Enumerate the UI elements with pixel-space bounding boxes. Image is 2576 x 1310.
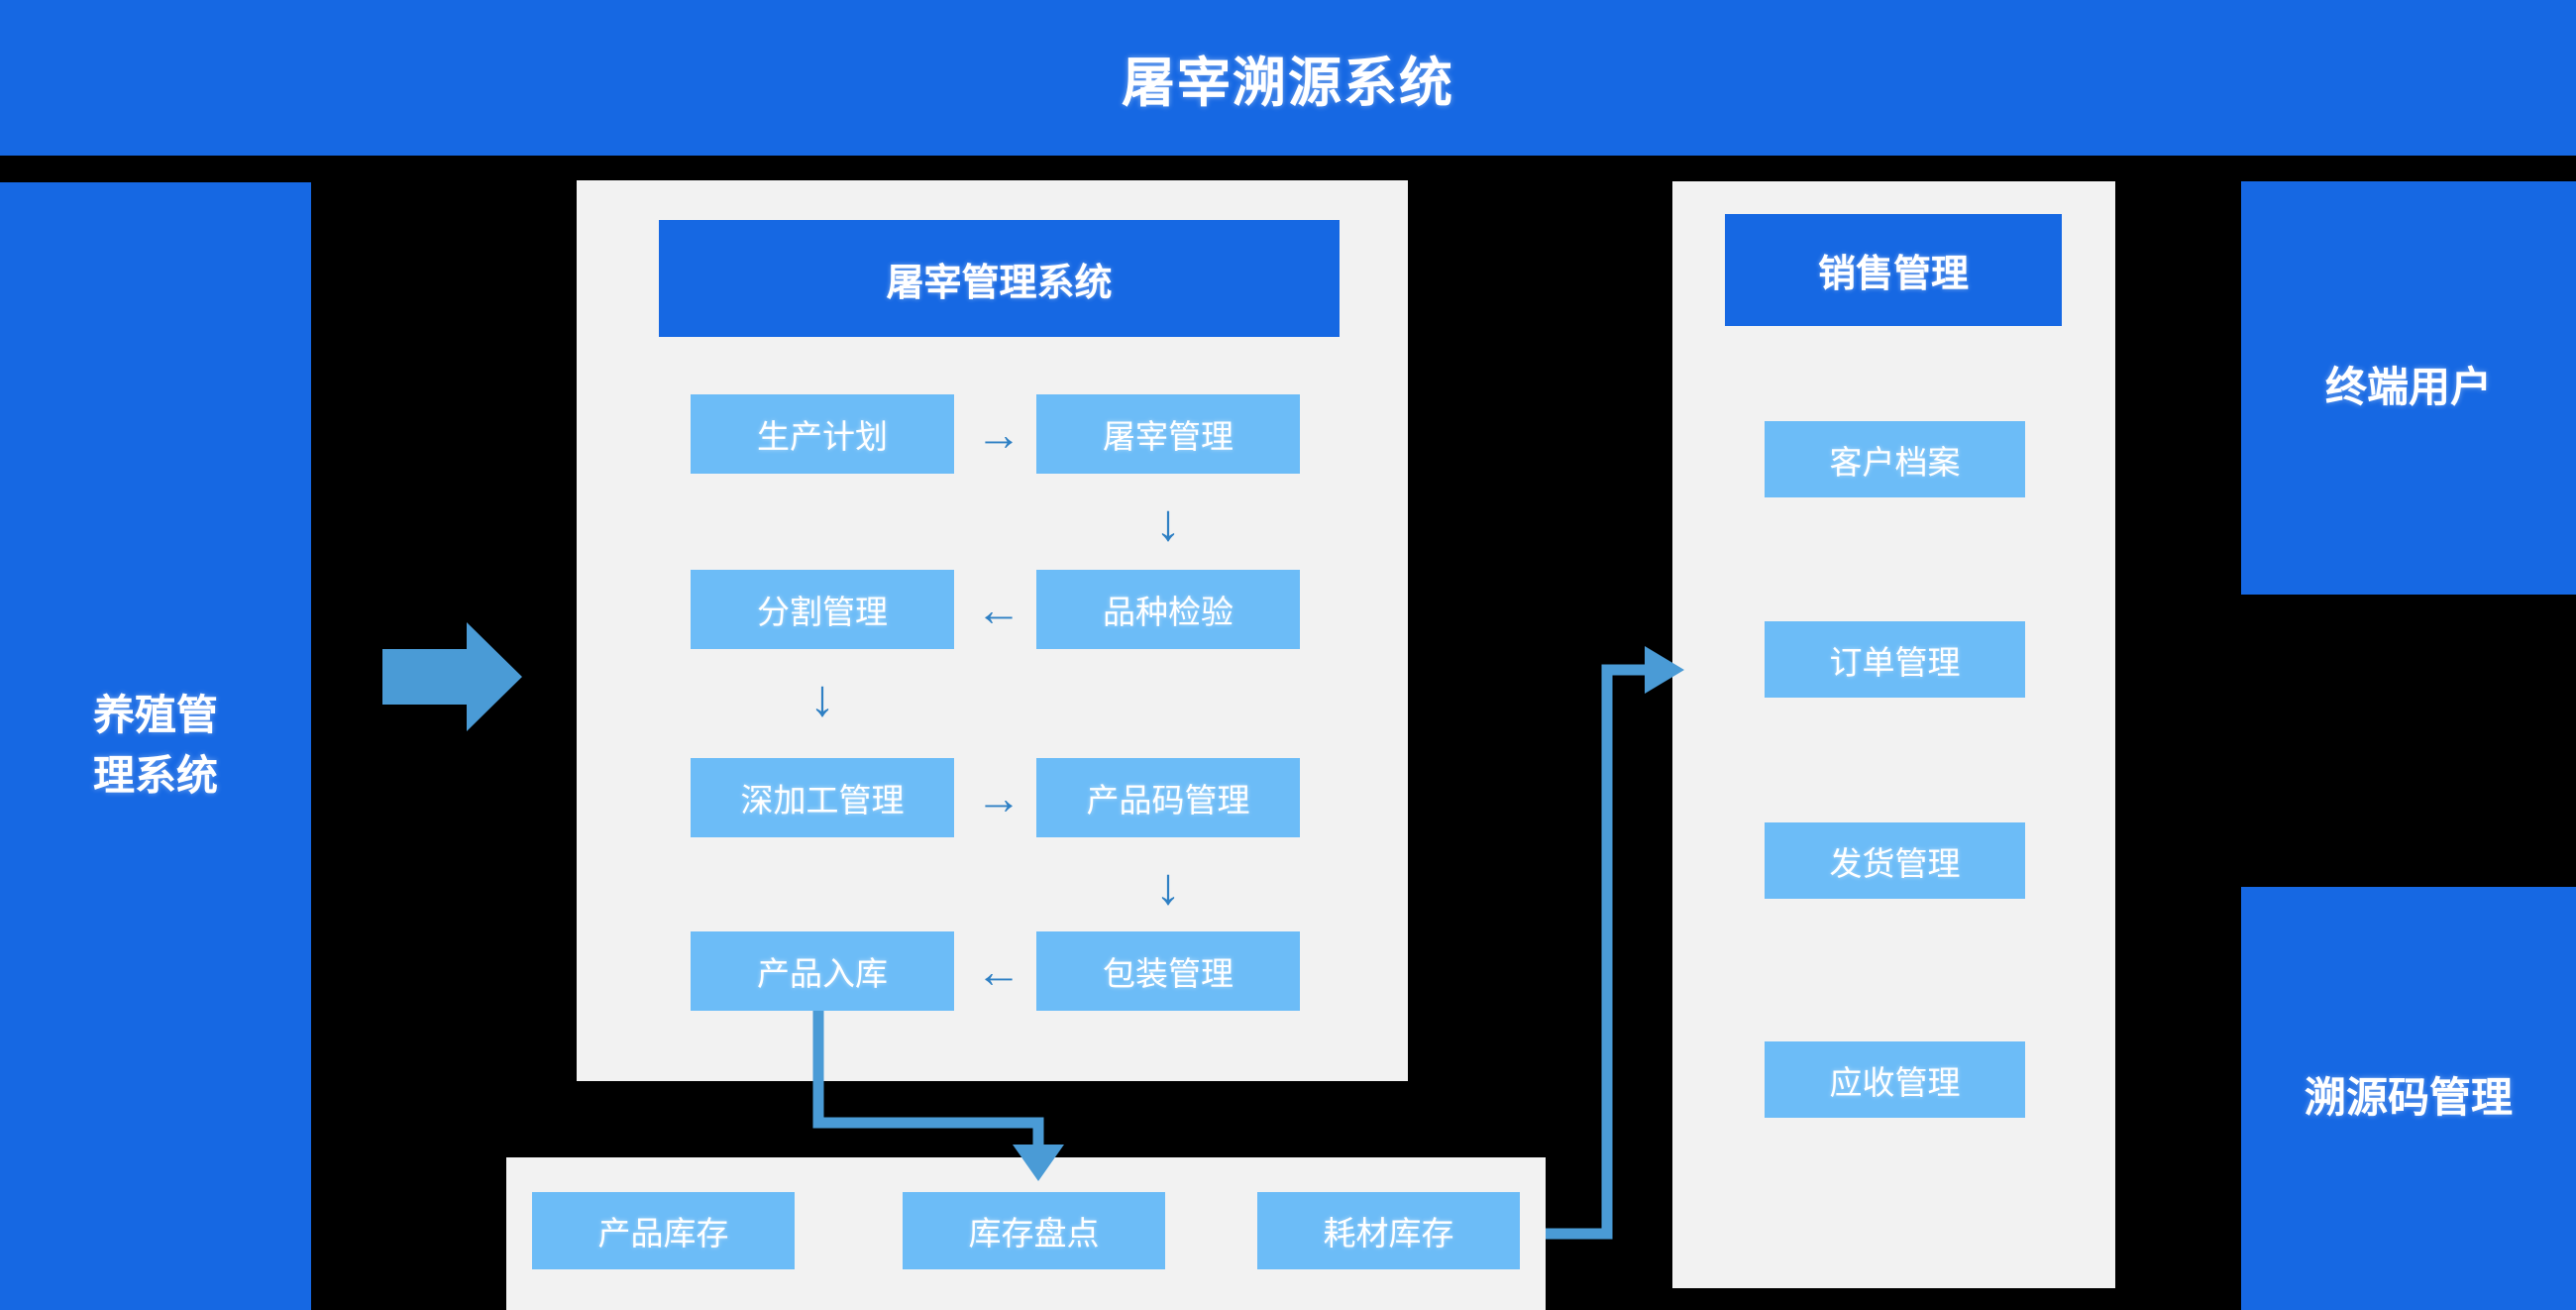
farm-management-panel[interactable]: 养殖管 理系统 <box>0 182 311 1310</box>
trace-code-management-panel[interactable]: 溯源码管理 <box>2241 887 2576 1310</box>
farm-to-slaughter-arrow-icon <box>382 622 522 731</box>
node-shipping-mgmt[interactable]: 发货管理 <box>1765 822 2025 899</box>
node-product-inbound[interactable]: 产品入库 <box>691 931 954 1011</box>
arrow-inspection-to-cutting-icon: ← <box>976 584 1021 635</box>
sales-management-panel <box>1672 181 2115 1288</box>
node-breed-inspection[interactable]: 品种检验 <box>1036 570 1300 649</box>
arrow-plan-to-slaughter-icon: → <box>976 408 1021 460</box>
node-inventory-count-label: 库存盘点 <box>968 1215 1100 1252</box>
trace-code-management-label: 溯源码管理 <box>2304 1074 2513 1122</box>
node-shipping-mgmt-label: 发货管理 <box>1829 844 1961 882</box>
node-inventory-count[interactable]: 库存盘点 <box>903 1192 1165 1269</box>
node-consumable-inventory[interactable]: 耗材库存 <box>1257 1192 1520 1269</box>
sales-management-header[interactable]: 销售管理 <box>1725 214 2062 326</box>
arrow-deepproc-to-productcode-icon: → <box>976 772 1021 823</box>
node-order-mgmt[interactable]: 订单管理 <box>1765 621 2025 698</box>
node-receivable-mgmt-label: 应收管理 <box>1829 1063 1961 1101</box>
arrow-packaging-to-inbound-icon: ← <box>976 945 1021 997</box>
farm-management-label-line1: 养殖管 <box>92 692 218 739</box>
node-receivable-mgmt[interactable]: 应收管理 <box>1765 1041 2025 1118</box>
node-breed-inspection-label: 品种检验 <box>1103 594 1234 630</box>
inventory-to-sales-arrow-icon <box>1546 646 1684 1240</box>
node-customer-profile[interactable]: 客户档案 <box>1765 421 2025 497</box>
node-customer-profile-label: 客户档案 <box>1829 443 1961 481</box>
node-product-inventory[interactable]: 产品库存 <box>532 1192 795 1269</box>
farm-management-label-line2: 理系统 <box>92 752 218 799</box>
arrow-cutting-to-deepproc-icon: ↓ <box>809 670 835 727</box>
node-consumable-inventory-label: 耗材库存 <box>1323 1215 1454 1252</box>
node-production-plan-label: 生产计划 <box>757 418 888 455</box>
sales-management-header-label: 销售管理 <box>1817 254 1969 295</box>
node-product-inbound-label: 产品入库 <box>757 955 888 992</box>
end-user-label: 终端用户 <box>2324 364 2492 411</box>
node-product-code-mgmt-label: 产品码管理 <box>1086 782 1250 819</box>
node-deep-processing-label: 深加工管理 <box>740 782 905 819</box>
end-user-panel[interactable]: 终端用户 <box>2241 181 2576 595</box>
node-cutting-mgmt[interactable]: 分割管理 <box>691 570 954 649</box>
farm-management-label: 养殖管 理系统 <box>93 686 218 807</box>
node-production-plan[interactable]: 生产计划 <box>691 394 954 474</box>
node-deep-processing[interactable]: 深加工管理 <box>691 758 954 837</box>
app-header: 屠宰溯源系统 <box>0 0 2576 156</box>
node-product-inventory-label: 产品库存 <box>597 1215 729 1252</box>
arrow-slaughter-to-inspection-icon: ↓ <box>1155 494 1181 552</box>
node-slaughter-mgmt[interactable]: 屠宰管理 <box>1036 394 1300 474</box>
node-packaging-mgmt[interactable]: 包装管理 <box>1036 931 1300 1011</box>
node-order-mgmt-label: 订单管理 <box>1829 643 1961 681</box>
node-packaging-mgmt-label: 包装管理 <box>1103 955 1234 992</box>
slaughter-management-header-label: 屠宰管理系统 <box>886 262 1113 304</box>
arrow-productcode-to-packaging-icon: ↓ <box>1155 858 1181 916</box>
page-title: 屠宰溯源系统 <box>1122 54 1454 113</box>
node-product-code-mgmt[interactable]: 产品码管理 <box>1036 758 1300 837</box>
node-slaughter-mgmt-label: 屠宰管理 <box>1103 418 1234 455</box>
slaughter-management-header[interactable]: 屠宰管理系统 <box>659 220 1340 337</box>
node-cutting-mgmt-label: 分割管理 <box>757 594 888 630</box>
